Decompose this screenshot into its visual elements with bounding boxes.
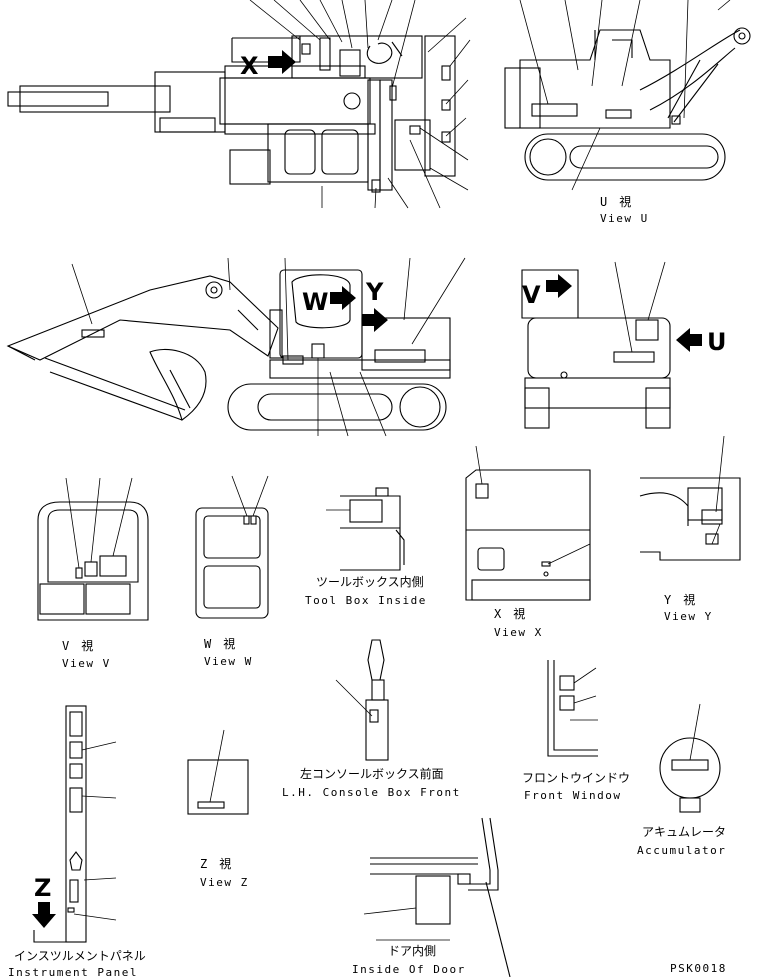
arrow-label-x: X	[240, 52, 259, 80]
toolbox-drawing: ツールボックス内側 Tool Box Inside	[305, 487, 427, 607]
view-x-drawing: X 視 View X	[465, 445, 591, 639]
top-view: X	[7, 0, 471, 209]
accumulator-jp-label: アキュムレータ	[642, 825, 726, 839]
rear-view: V U	[521, 261, 727, 429]
door-en-label: Inside Of Door	[352, 963, 466, 976]
view-z-en-label: View Z	[200, 876, 249, 889]
arrow-label-z: Z	[34, 874, 51, 902]
side-view: W Y	[6, 257, 466, 437]
accumulator-drawing: アキュムレータ Accumulator	[637, 703, 726, 857]
view-u-jp-label: U 視	[600, 194, 631, 209]
view-v-en-label: View V	[62, 657, 111, 670]
view-u-en-label: View U	[600, 212, 649, 225]
arrow-label-y: Y	[365, 278, 384, 306]
view-w-arrow-icon	[330, 286, 356, 310]
view-x-arrow-icon	[268, 50, 296, 74]
console-jp-label: 左コンソールボックス前面	[300, 766, 444, 781]
arrow-label-w: W	[302, 288, 328, 316]
arrow-label-v: V	[522, 281, 541, 309]
view-x-en-label: View X	[494, 626, 543, 639]
view-y-jp-label: Y 視	[664, 592, 695, 607]
frontwindow-en-label: Front Window	[524, 789, 621, 802]
accumulator-en-label: Accumulator	[637, 844, 726, 857]
console-en-label: L.H. Console Box Front	[282, 786, 461, 799]
view-w-drawing: W 視 View W	[195, 475, 269, 668]
door-drawing: ドア内側 Inside Of Door	[352, 817, 511, 977]
view-v-arrow-icon	[546, 274, 572, 298]
view-u-drawing: U 視 View U	[504, 0, 751, 225]
door-jp-label: ドア内側	[388, 944, 436, 958]
view-z-arrow-icon	[32, 902, 56, 928]
toolbox-en-label: Tool Box Inside	[305, 594, 427, 607]
view-u-arrow-icon	[676, 328, 702, 352]
view-y-en-label: View Y	[664, 610, 713, 623]
console-drawing: 左コンソールボックス前面 L.H. Console Box Front	[282, 639, 461, 799]
view-v-drawing: V 視 View V	[37, 477, 149, 670]
drawing-code: PSK0018	[670, 962, 727, 975]
view-y-arrow-icon	[362, 308, 388, 332]
view-w-en-label: View W	[204, 655, 253, 668]
instrument-jp-label: インスツルメントパネル	[14, 949, 146, 963]
instrument-panel-drawing: Z インスツルメントパネル Instrument Panel	[8, 705, 146, 977]
view-x-jp-label: X 視	[494, 606, 525, 621]
view-y-drawing: Y 視 View Y	[639, 435, 741, 623]
view-z-jp-label: Z 視	[200, 856, 231, 871]
frontwindow-drawing: フロントウインドウ Front Window	[522, 660, 630, 802]
view-w-jp-label: W 視	[204, 636, 235, 651]
view-z-drawing: Z 視 View Z	[187, 729, 249, 889]
view-v-jp-label: V 視	[62, 638, 93, 653]
arrow-label-u: U	[707, 328, 727, 356]
toolbox-jp-label: ツールボックス内側	[316, 575, 424, 589]
frontwindow-jp-label: フロントウインドウ	[522, 771, 630, 785]
instrument-en-label: Instrument Panel	[8, 966, 138, 977]
